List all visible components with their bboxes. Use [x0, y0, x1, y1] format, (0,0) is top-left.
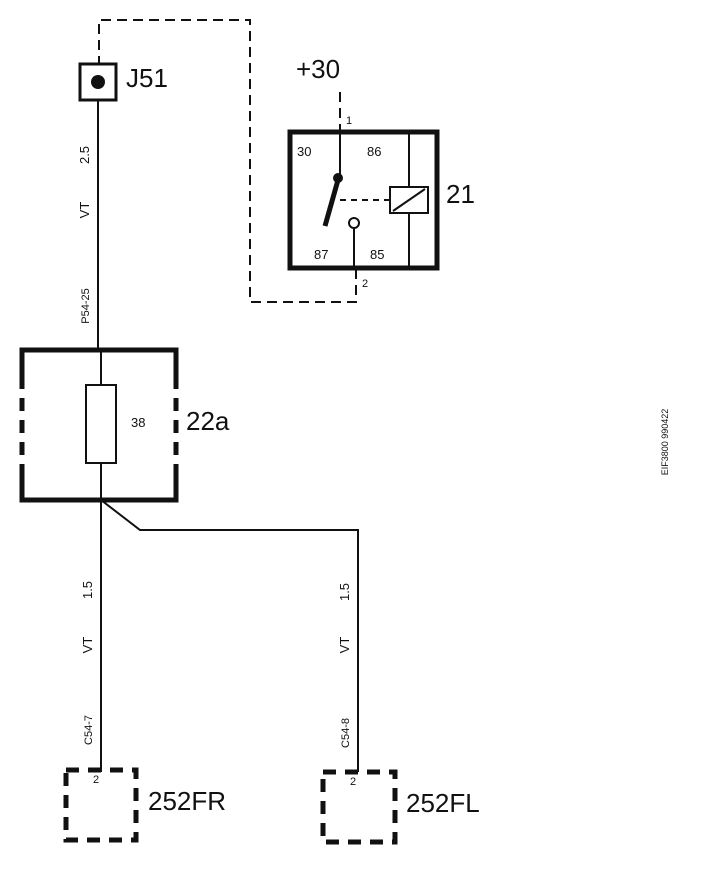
- fr-pin-label: 2: [93, 774, 99, 786]
- connector-right-label: C54-8: [340, 718, 352, 748]
- fusebox-22a: [19, 347, 179, 503]
- wire-right-color: VT: [337, 637, 352, 654]
- wire-right: [100, 499, 359, 772]
- wire-top-color: VT: [77, 202, 92, 219]
- fr-id-label: 252FR: [148, 786, 226, 816]
- relay-pin2: 2: [362, 278, 368, 290]
- fusebox-id-label: 22a: [186, 406, 230, 436]
- wire-left-size: 1.5: [80, 581, 95, 599]
- relay-terminal-86: 86: [367, 144, 381, 159]
- connector-left-label: C54-7: [83, 715, 95, 745]
- relay-terminal-87: 87: [314, 247, 328, 262]
- relay-21: [287, 129, 440, 271]
- dashed-linkage: [98, 19, 357, 303]
- relay-terminal-85: 85: [370, 247, 384, 262]
- fl-id-label: 252FL: [406, 788, 480, 818]
- wire-top-size: 2.5: [77, 146, 92, 164]
- j51-label: J51: [126, 63, 168, 93]
- fl-pin-label: 2: [350, 776, 356, 788]
- wire-right-size: 1.5: [337, 583, 352, 601]
- fuse-number: 38: [131, 415, 145, 430]
- relay-terminal-30: 30: [297, 144, 311, 159]
- plus30-label: +30: [296, 54, 340, 84]
- junction-j51: [78, 62, 118, 102]
- wire-left-color: VT: [80, 637, 95, 654]
- relay-pin1: 1: [346, 115, 352, 127]
- relay-id-label: 21: [446, 179, 475, 209]
- figure-reference: EIF3800 990422: [660, 409, 670, 476]
- component-252fr: [63, 767, 139, 843]
- component-252fl: [320, 769, 398, 845]
- connector-top-label: P54-25: [80, 288, 92, 323]
